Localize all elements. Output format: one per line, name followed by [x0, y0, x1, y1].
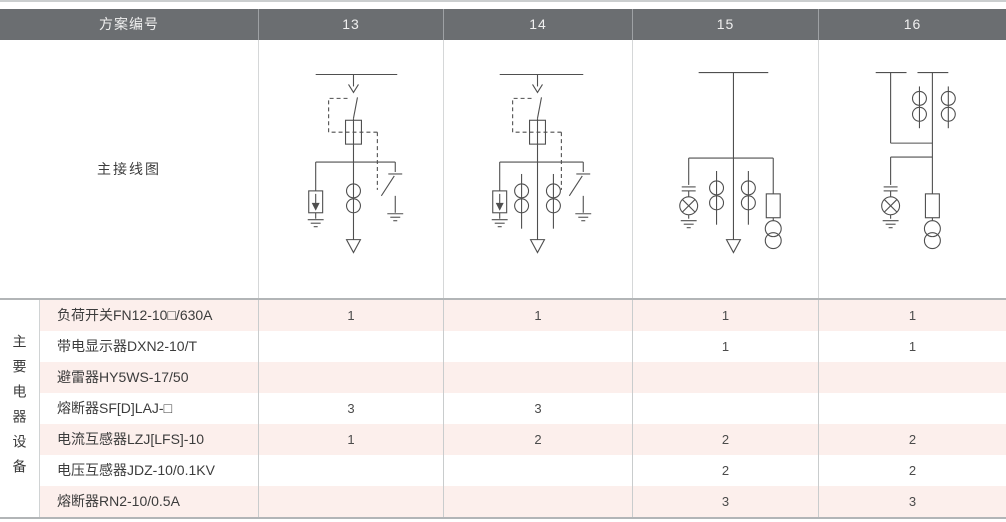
- qty-scheme-13: [258, 455, 443, 486]
- header-scheme-number: 方案编号: [99, 16, 159, 32]
- qty-scheme-13: [258, 486, 443, 517]
- scheme-14-diagram-icon: [491, 73, 592, 254]
- qty-scheme-15: 3: [632, 486, 818, 517]
- qty-scheme-14: [443, 455, 632, 486]
- diagram-cell-15: [632, 40, 818, 298]
- equipment-name: 电流互感器LZJ[LFS]-10: [57, 431, 205, 447]
- diagram-cell-16: [818, 40, 1006, 298]
- qty-scheme-16: 2: [818, 424, 1006, 455]
- qty-scheme-15: 2: [632, 455, 818, 486]
- section-divider-rule: [0, 298, 1006, 300]
- qty-scheme-16: 1: [818, 300, 1006, 331]
- bottom-rule: [0, 517, 1006, 519]
- qty-scheme-14: [443, 486, 632, 517]
- qty-scheme-15: 2: [632, 424, 818, 455]
- table-row: 熔断器RN2-10/0.5A 3 3: [40, 486, 1006, 517]
- header-col-14: 14: [443, 9, 632, 40]
- qty-scheme-13: 1: [258, 300, 443, 331]
- table-row: 电压互感器JDZ-10/0.1KV 2 2: [40, 455, 1006, 486]
- qty-scheme-13: 3: [258, 393, 443, 424]
- qty-scheme-16: 3: [818, 486, 1006, 517]
- diagram-cell-13: [258, 40, 443, 298]
- qty-scheme-14: 2: [443, 424, 632, 455]
- qty-scheme-14: 1: [443, 300, 632, 331]
- equipment-side-label-cell: 主要电器设备: [0, 300, 40, 517]
- header-col-16: 16: [818, 9, 1006, 40]
- qty-scheme-16: 2: [818, 455, 1006, 486]
- top-rule: [0, 0, 1006, 2]
- qty-scheme-16: [818, 393, 1006, 424]
- scheme-15-diagram-icon: [679, 71, 782, 254]
- table-row: 熔断器SF[D]LAJ-□ 3 3: [40, 393, 1006, 424]
- qty-scheme-15: 1: [632, 331, 818, 362]
- qty-scheme-14: [443, 331, 632, 362]
- qty-scheme-13: [258, 331, 443, 362]
- equipment-name: 负荷开关FN12-10□/630A: [57, 307, 213, 323]
- header-col-15: 15: [632, 9, 818, 40]
- equipment-section: 主要电器设备 负荷开关FN12-10□/630A 1 1 1 1 带电显示器DX…: [0, 300, 1006, 517]
- equipment-name: 带电显示器DXN2-10/T: [57, 338, 198, 354]
- main-diagram-row: 主接线图: [0, 40, 1006, 298]
- equipment-name: 避雷器HY5WS-17/50: [57, 369, 189, 385]
- equipment-side-label: 主要电器设备: [11, 333, 28, 484]
- table-header: 方案编号 13 14 15 16: [0, 9, 1006, 40]
- header-col-13: 13: [258, 9, 443, 40]
- table-row: 负荷开关FN12-10□/630A 1 1 1 1: [40, 300, 1006, 331]
- qty-scheme-15: [632, 362, 818, 393]
- main-diagram-label-cell: 主接线图: [0, 40, 258, 298]
- qty-scheme-14: 3: [443, 393, 632, 424]
- diagram-cell-14: [443, 40, 632, 298]
- scheme-13-diagram-icon: [307, 73, 404, 254]
- qty-scheme-13: [258, 362, 443, 393]
- qty-scheme-16: 1: [818, 331, 1006, 362]
- table-row: 电流互感器LZJ[LFS]-10 1 2 2 2: [40, 424, 1006, 455]
- qty-scheme-14: [443, 362, 632, 393]
- equipment-name: 熔断器RN2-10/0.5A: [57, 493, 180, 509]
- scheme-16-diagram-icon: [875, 71, 956, 250]
- equipment-name: 熔断器SF[D]LAJ-□: [57, 400, 173, 416]
- qty-scheme-15: 1: [632, 300, 818, 331]
- qty-scheme-16: [818, 362, 1006, 393]
- equipment-rows: 负荷开关FN12-10□/630A 1 1 1 1 带电显示器DXN2-10/T…: [40, 300, 1006, 517]
- qty-scheme-13: 1: [258, 424, 443, 455]
- main-diagram-label: 主接线图: [97, 161, 161, 177]
- table-row: 带电显示器DXN2-10/T 1 1: [40, 331, 1006, 362]
- table-row: 避雷器HY5WS-17/50: [40, 362, 1006, 393]
- equipment-name: 电压互感器JDZ-10/0.1KV: [57, 462, 215, 478]
- qty-scheme-15: [632, 393, 818, 424]
